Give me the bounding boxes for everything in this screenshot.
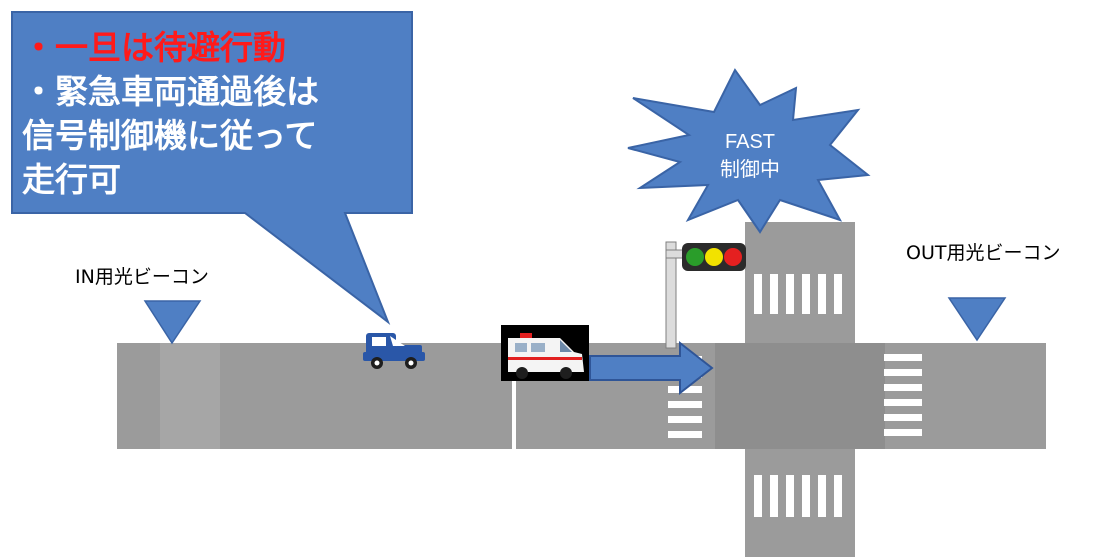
callout-line-4: 走行可: [22, 160, 121, 199]
callout-line-2: ・緊急車両通過後は: [22, 72, 319, 111]
signal-lamp-yellow: [705, 248, 723, 266]
in-beacon-label: IN用光ビーコン: [75, 266, 209, 288]
out-beacon-label: OUT用光ビーコン: [906, 242, 1061, 264]
intersection-center: [715, 343, 885, 449]
out-beacon-marker: [947, 297, 1007, 342]
signal-lamp-red: [724, 248, 742, 266]
arrow-right-icon: [589, 340, 714, 396]
crosswalk-east: [884, 354, 922, 436]
starburst-line-2: 制御中: [720, 159, 780, 181]
crosswalk-north: [754, 274, 842, 314]
signal-pole: [665, 241, 677, 349]
callout-line-3: 信号制御機に従って: [22, 116, 318, 155]
starburst: [627, 68, 871, 234]
in-beacon-marker: [143, 300, 202, 345]
ambulance-icon: [501, 325, 589, 381]
signal-lamp-green: [686, 248, 704, 266]
crosswalk-south: [754, 475, 842, 517]
pickup-truck-icon: [363, 333, 425, 369]
road-left-shade: [160, 343, 220, 449]
callout-text: ・一旦は待避行動 ・緊急車両通過後は 信号制御機に従って 走行可: [22, 26, 407, 202]
callout-bubble: [11, 11, 413, 325]
starburst-line-1: FAST: [724, 131, 775, 153]
starburst-text: FAST 制御中: [690, 128, 810, 184]
callout-line-1: ・一旦は待避行動: [22, 28, 286, 67]
